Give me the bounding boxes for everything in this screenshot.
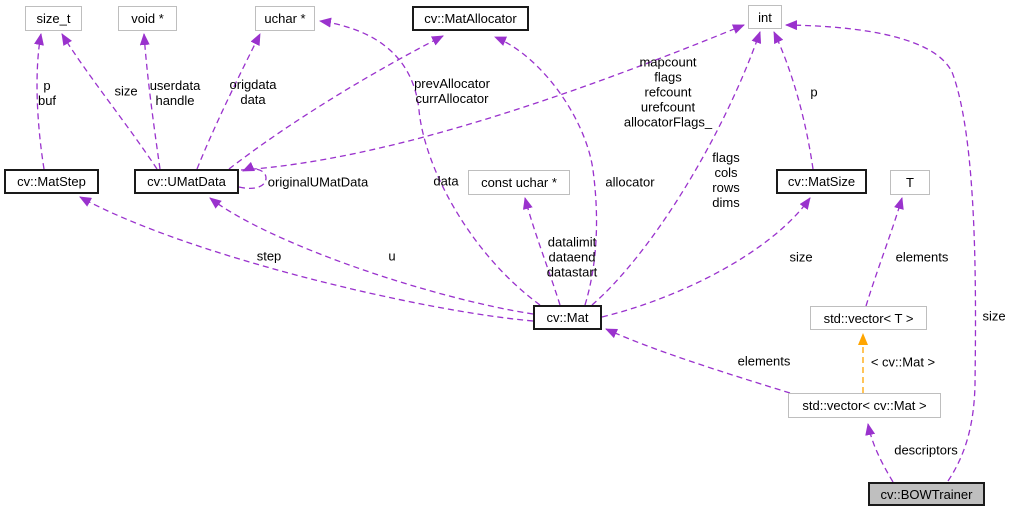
edge-vectormat-mat — [605, 328, 791, 394]
edge-mat-matallocator — [494, 36, 598, 306]
edge-mat-umatdata — [209, 197, 534, 315]
edge-label-int-members: mapcount flags refcount urefcount alloca… — [623, 54, 713, 130]
edge-label-allocator: allocator — [605, 174, 655, 190]
edge-label-size-bow: size — [982, 308, 1006, 324]
edge-label-size-matsize: size — [789, 249, 813, 265]
edge-label-template-arg: < cv::Mat > — [870, 354, 936, 370]
edge-mat-ucharptr — [319, 17, 541, 306]
node-cv-matsize[interactable]: cv::MatSize — [776, 169, 867, 194]
node-size-t: size_t — [25, 6, 82, 31]
edge-label-elements-t: elements — [895, 249, 949, 265]
edge-umatdata-matallocator — [228, 35, 444, 170]
edge-vectort-t — [865, 197, 904, 307]
edge-label-userdata-handle: userdata handle — [149, 78, 201, 108]
edge-label-size-umatdata: size — [114, 83, 138, 99]
edge-umatdata-int — [240, 24, 745, 171]
node-t: T — [890, 170, 930, 195]
edge-mat-matstep — [79, 196, 534, 322]
edge-label-original-umatdata: originalUMatData — [267, 174, 369, 190]
edge-label-p-matsize: p — [810, 84, 818, 100]
node-std-vector-cv-mat: std::vector< cv::Mat > — [788, 393, 941, 418]
node-const-uchar-ptr: const uchar * — [468, 170, 570, 195]
edge-label-origdata-data: origdata data — [229, 77, 277, 107]
node-cv-matallocator[interactable]: cv::MatAllocator — [412, 6, 529, 31]
edge-bowtrainer-vectormat — [865, 423, 894, 483]
edge-mat-matsize — [601, 197, 811, 318]
edge-matstep-sizet — [34, 33, 45, 170]
edge-label-data-pointers: datalimit dataend datastart — [546, 234, 598, 280]
edge-umatdata-selfloop — [238, 161, 267, 190]
edge-label-data: data — [433, 173, 459, 189]
edge-matsize-int — [773, 31, 814, 170]
edge-umatdata-voidptr — [139, 33, 161, 170]
node-uchar-ptr: uchar * — [255, 6, 315, 31]
edge-label-elements-mat: elements — [737, 353, 791, 369]
node-cv-umatdata[interactable]: cv::UMatData — [134, 169, 239, 194]
edge-label-step: step — [256, 248, 282, 264]
edge-label-u: u — [388, 248, 396, 264]
edge-label-prev-curr-allocator: prevAllocator currAllocator — [414, 76, 490, 106]
edge-bowtrainer-int — [785, 20, 977, 482]
node-int: int — [748, 5, 782, 29]
node-cv-bowtrainer: cv::BOWTrainer — [868, 482, 985, 506]
edge-label-descriptors: descriptors — [894, 442, 958, 458]
node-void-ptr: void * — [118, 6, 177, 31]
edge-label-mat-int-members: flags cols rows dims — [712, 150, 740, 210]
edge-mat-constucharptr — [522, 197, 561, 306]
edge-label-p-buf: p buf — [37, 78, 57, 108]
edge-mat-int — [591, 31, 762, 306]
edge-umatdata-ucharptr — [196, 33, 261, 170]
node-cv-matstep[interactable]: cv::MatStep — [4, 169, 99, 194]
edge-umatdata-sizet — [61, 33, 158, 170]
node-cv-mat[interactable]: cv::Mat — [533, 305, 602, 330]
node-std-vector-t: std::vector< T > — [810, 306, 927, 330]
